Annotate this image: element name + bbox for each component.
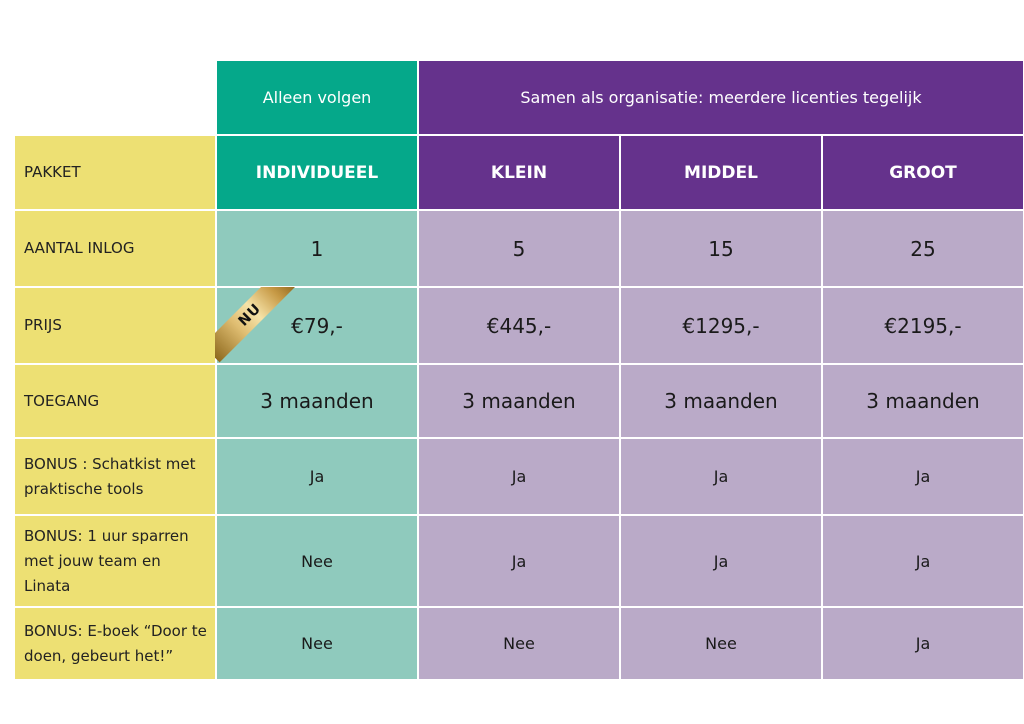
bonus-eboek-klein: Nee [419, 608, 619, 679]
row-label-prijs: PRIJS [15, 288, 215, 363]
bonus-eboek-groot: Ja [823, 608, 1023, 679]
price-individueel: NU €79,- [215, 287, 417, 363]
row-label-bonus-eboek: BONUS: E-boek “Door te doen, gebeurt het… [15, 608, 215, 679]
row-label-toegang: TOEGANG [15, 365, 215, 437]
bonus-sparren-individueel: Nee [217, 516, 417, 606]
row-label-bonus-sparren: BONUS: 1 uur sparren met jouw team en Li… [15, 516, 215, 606]
package-individueel: INDIVIDUEEL [217, 136, 417, 209]
inlog-middel: 15 [621, 211, 821, 286]
price-groot: €2195,- [823, 288, 1023, 363]
access-individueel: 3 maanden [217, 365, 417, 437]
package-klein: KLEIN [419, 136, 619, 209]
bonus-schatkist-middel: Ja [621, 439, 821, 514]
pricing-table: Alleen volgen Samen als organisatie: mee… [15, 61, 1023, 679]
inlog-klein: 5 [419, 211, 619, 286]
inlog-groot: 25 [823, 211, 1023, 286]
price-individueel-value: €79,- [291, 313, 343, 338]
bonus-eboek-individueel: Nee [217, 608, 417, 679]
bonus-sparren-groot: Ja [823, 516, 1023, 606]
bonus-eboek-middel: Nee [621, 608, 821, 679]
access-klein: 3 maanden [419, 365, 619, 437]
row-label-bonus-schatkist: BONUS : Schatkist met praktische tools [15, 439, 215, 514]
group-header-organisation: Samen als organisatie: meerdere licentie… [419, 61, 1023, 134]
row-label-pakket: PAKKET [15, 136, 215, 209]
bonus-sparren-klein: Ja [419, 516, 619, 606]
bonus-schatkist-groot: Ja [823, 439, 1023, 514]
price-klein: €445,- [419, 288, 619, 363]
bonus-schatkist-klein: Ja [419, 439, 619, 514]
empty-corner [15, 61, 215, 134]
group-header-individual: Alleen volgen [217, 61, 417, 134]
bonus-sparren-middel: Ja [621, 516, 821, 606]
bonus-schatkist-individueel: Ja [217, 439, 417, 514]
nu-ribbon-text: NU [215, 287, 295, 363]
package-middel: MIDDEL [621, 136, 821, 209]
access-groot: 3 maanden [823, 365, 1023, 437]
price-middel: €1295,- [621, 288, 821, 363]
access-middel: 3 maanden [621, 365, 821, 437]
row-label-aantal-inlog: AANTAL INLOG [15, 211, 215, 286]
nu-ribbon-badge: NU [215, 287, 295, 367]
package-groot: GROOT [823, 136, 1023, 209]
inlog-individueel: 1 [217, 211, 417, 286]
